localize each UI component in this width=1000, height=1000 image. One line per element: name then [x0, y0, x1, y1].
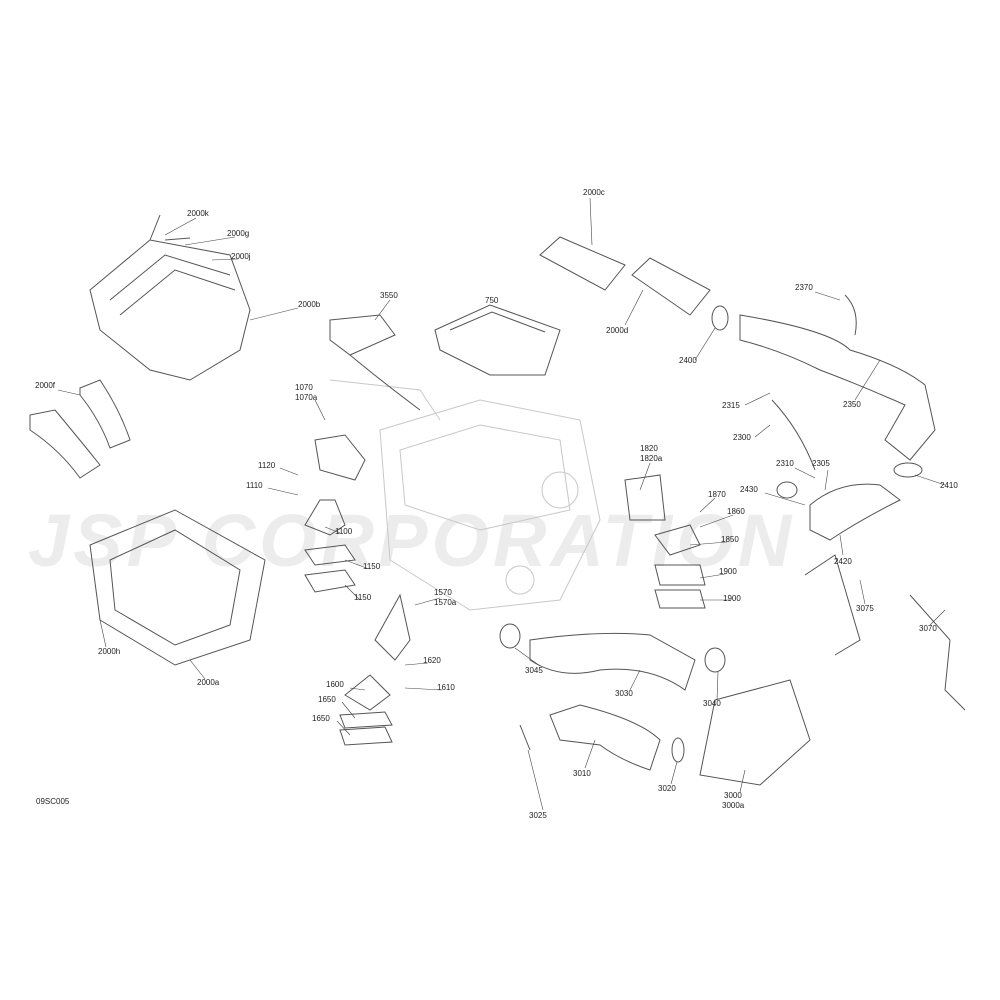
- callout-3000: 3000: [724, 791, 742, 800]
- engine-mount-parts: [304, 434, 706, 746]
- callout-2000c: 2000c: [583, 188, 605, 197]
- callout-1650: 1650: [312, 714, 330, 723]
- callout-1900: 1900: [719, 567, 737, 576]
- callout-1150: 1150: [354, 593, 372, 602]
- callout-1850: 1850: [721, 535, 739, 544]
- callout-1900: 1900: [723, 594, 741, 603]
- callout-2000a: 2000a: [197, 678, 220, 687]
- callout-2310: 2310: [776, 459, 794, 468]
- callout-3075: 3075: [856, 604, 874, 613]
- callout-750: 750: [485, 296, 499, 305]
- callout-3550: 3550: [380, 291, 398, 300]
- callout-2000h: 2000h: [98, 647, 121, 656]
- engine-cover-part: [434, 304, 561, 376]
- leader-lines: [57, 197, 946, 811]
- callout-2000d: 2000d: [606, 326, 629, 335]
- callout-1870: 1870: [708, 490, 726, 499]
- callout-3025: 3025: [529, 811, 547, 820]
- callout-3020: 3020: [658, 784, 676, 793]
- callout-1570a: 1570a: [434, 598, 457, 607]
- callout-1650: 1650: [318, 695, 336, 704]
- callout-1070a: 1070a: [295, 393, 318, 402]
- callout-2000b: 2000b: [298, 300, 321, 309]
- callout-1820a: 1820a: [640, 454, 663, 463]
- callout-2410: 2410: [940, 481, 958, 490]
- callout-2000f: 2000f: [35, 381, 56, 390]
- callout-1110: 1110: [246, 481, 263, 490]
- module-part: [329, 314, 421, 411]
- callout-2370: 2370: [795, 283, 813, 292]
- air-intake-tube-part: [539, 236, 936, 541]
- callout-2000j: 2000j: [231, 252, 251, 261]
- callout-1860: 1860: [727, 507, 745, 516]
- callout-1070: 1070: [295, 383, 313, 392]
- callout-1100: 1100: [335, 527, 353, 536]
- oil-pan-part: [89, 509, 266, 666]
- callout-3030: 3030: [615, 689, 633, 698]
- callout-1620: 1620: [423, 656, 441, 665]
- intercooler-parts: [499, 554, 966, 786]
- callout-3010: 3010: [573, 769, 591, 778]
- callout-1820: 1820: [640, 444, 658, 453]
- callout-2400: 2400: [679, 356, 697, 365]
- callout-2350: 2350: [843, 400, 861, 409]
- callout-3070: 3070: [919, 624, 937, 633]
- callout-1120: 1120: [258, 461, 276, 470]
- callout-2000k: 2000k: [187, 209, 209, 218]
- callout-3000a: 3000a: [722, 801, 745, 810]
- callout-1570: 1570: [434, 588, 452, 597]
- intake-hose-parts: [29, 379, 131, 479]
- callout-2000g: 2000g: [227, 229, 250, 238]
- callout-2300: 2300: [733, 433, 751, 442]
- callout-2430: 2430: [740, 485, 758, 494]
- diagram-code: 09SC005: [36, 797, 70, 806]
- intake-manifold-part: [89, 214, 251, 381]
- callout-3045: 3045: [525, 666, 543, 675]
- callout-2305: 2305: [812, 459, 830, 468]
- callout-1600: 1600: [326, 680, 344, 689]
- callout-1150: 1150: [363, 562, 381, 571]
- callout-2315: 2315: [722, 401, 740, 410]
- callout-2420: 2420: [834, 557, 852, 566]
- callout-1610: 1610: [437, 683, 455, 692]
- callout-3040: 3040: [703, 699, 721, 708]
- engine-ghost: [329, 379, 601, 611]
